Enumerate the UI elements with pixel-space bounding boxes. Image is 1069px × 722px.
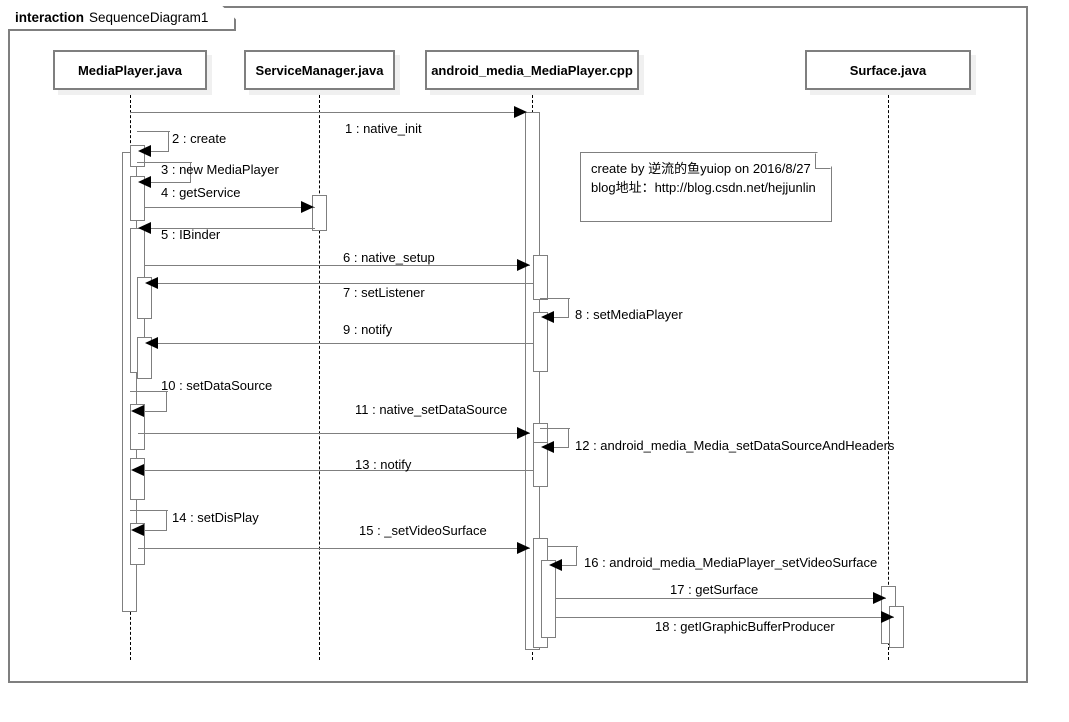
message-3-line-top bbox=[137, 162, 192, 163]
activation-nativecpp-setmediaplayer bbox=[533, 312, 548, 372]
message-5-arrowhead bbox=[138, 222, 151, 234]
diagram-note: create by 逆流的鱼yuiop on 2016/8/27 blog地址：… bbox=[580, 152, 832, 222]
note-line-1: create by 逆流的鱼yuiop on 2016/8/27 bbox=[591, 161, 811, 176]
activation-nativecpp-outer bbox=[525, 112, 540, 650]
message-12-arrowhead bbox=[541, 441, 554, 453]
activation-nativecpp-nativesetup bbox=[533, 255, 548, 300]
message-16-line-top bbox=[548, 546, 578, 547]
message-11-label: 11 : native_setDataSource bbox=[355, 402, 508, 417]
message-10-arrowhead bbox=[131, 405, 144, 417]
interaction-frame-tab: interaction SequenceDiagram1 bbox=[8, 6, 236, 31]
activation-nativecpp-setdatasourceandheaders bbox=[533, 442, 548, 487]
message-17-label: 17 : getSurface bbox=[670, 582, 759, 597]
message-9-line bbox=[152, 343, 533, 344]
message-14-arrowhead bbox=[131, 524, 144, 536]
message-11-line bbox=[138, 433, 530, 434]
message-9-arrowhead bbox=[145, 337, 158, 349]
message-11-arrowhead bbox=[517, 427, 530, 439]
message-15-arrowhead bbox=[517, 542, 530, 554]
note-fold-corner bbox=[815, 153, 831, 169]
message-12-line-right bbox=[568, 428, 569, 448]
lifeline-head-label: android_media_MediaPlayer.cpp bbox=[431, 62, 633, 78]
message-1-arrowhead bbox=[514, 106, 527, 118]
frame-keyword: interaction bbox=[15, 10, 85, 25]
interaction-frame bbox=[8, 6, 1028, 683]
message-4-line bbox=[145, 207, 315, 208]
message-13-arrowhead bbox=[131, 464, 144, 476]
message-6-line bbox=[145, 265, 530, 266]
message-2-label: 2 : create bbox=[172, 131, 227, 146]
lifeline-head-servicemanager[interactable]: ServiceManager.java bbox=[244, 50, 395, 90]
lifeline-head-label: Surface.java bbox=[849, 62, 927, 78]
activation-nativecpp-setvideosurface-inner bbox=[541, 560, 556, 638]
message-14-line-right bbox=[166, 510, 167, 531]
message-8-line-right bbox=[568, 298, 569, 318]
message-7-line bbox=[152, 283, 533, 284]
message-16-arrowhead bbox=[549, 559, 562, 571]
message-1-label: 1 : native_init bbox=[345, 121, 422, 136]
message-16-line-right bbox=[576, 546, 577, 566]
message-8-arrowhead bbox=[541, 311, 554, 323]
message-7-arrowhead bbox=[145, 277, 158, 289]
message-2-arrowhead bbox=[138, 145, 151, 157]
message-15-label: 15 : _setVideoSurface bbox=[359, 523, 487, 538]
message-3-line-bottom bbox=[145, 182, 191, 183]
lifeline-head-nativecpp[interactable]: android_media_MediaPlayer.cpp bbox=[425, 50, 639, 90]
message-2-line-top bbox=[137, 131, 170, 132]
message-13-line bbox=[138, 470, 533, 471]
message-4-label: 4 : getService bbox=[161, 185, 241, 200]
lifeline-servicemanager bbox=[319, 90, 320, 660]
message-15-line bbox=[138, 548, 530, 549]
message-7-label: 7 : setListener bbox=[343, 285, 425, 300]
message-13-label: 13 : notify bbox=[355, 457, 412, 472]
message-1-line bbox=[130, 112, 527, 113]
message-3-line-right bbox=[190, 162, 191, 183]
message-2-line-bottom bbox=[145, 151, 169, 152]
message-12-line-top bbox=[540, 428, 570, 429]
message-8-line-bottom bbox=[548, 317, 569, 318]
message-14-line-bottom bbox=[138, 530, 167, 531]
message-14-line-top bbox=[130, 510, 168, 511]
lifeline-head-surface[interactable]: Surface.java bbox=[805, 50, 971, 90]
message-8-line-top bbox=[540, 298, 570, 299]
message-6-arrowhead bbox=[517, 259, 530, 271]
lifeline-head-label: MediaPlayer.java bbox=[77, 62, 183, 78]
message-12-label: 12 : android_media_Media_setDataSourceAn… bbox=[575, 438, 895, 453]
message-10-line-top bbox=[130, 391, 168, 392]
message-5-line bbox=[145, 228, 315, 229]
message-12-line-bottom bbox=[548, 447, 569, 448]
lifeline-head-label: ServiceManager.java bbox=[255, 62, 384, 78]
message-14-label: 14 : setDisPlay bbox=[172, 510, 259, 525]
message-10-label: 10 : setDataSource bbox=[161, 378, 273, 393]
message-18-arrowhead bbox=[881, 611, 894, 623]
lifeline-head-mediaplayer[interactable]: MediaPlayer.java bbox=[53, 50, 207, 90]
message-5-label: 5 : IBinder bbox=[161, 227, 221, 242]
message-18-line bbox=[556, 617, 894, 618]
message-6-label: 6 : native_setup bbox=[343, 250, 435, 265]
message-10-line-right bbox=[166, 391, 167, 412]
message-16-label: 16 : android_media_MediaPlayer_setVideoS… bbox=[584, 555, 878, 570]
message-2-line-right bbox=[168, 131, 169, 152]
message-3-arrowhead bbox=[138, 176, 151, 188]
message-17-line bbox=[556, 598, 886, 599]
frame-name: SequenceDiagram1 bbox=[89, 10, 209, 25]
activation-servicemanager-getservice bbox=[312, 195, 327, 231]
lifeline-surface bbox=[888, 90, 889, 660]
message-17-arrowhead bbox=[873, 592, 886, 604]
message-8-label: 8 : setMediaPlayer bbox=[575, 307, 683, 322]
message-4-arrowhead bbox=[301, 201, 314, 213]
message-10-line-bottom bbox=[138, 411, 167, 412]
message-18-label: 18 : getIGraphicBufferProducer bbox=[655, 619, 835, 634]
message-16-line-bottom bbox=[556, 565, 577, 566]
note-line-2: blog地址：http://blog.csdn.net/hejjunlin bbox=[591, 179, 816, 195]
message-9-label: 9 : notify bbox=[343, 322, 393, 337]
message-3-label: 3 : new MediaPlayer bbox=[161, 162, 279, 177]
